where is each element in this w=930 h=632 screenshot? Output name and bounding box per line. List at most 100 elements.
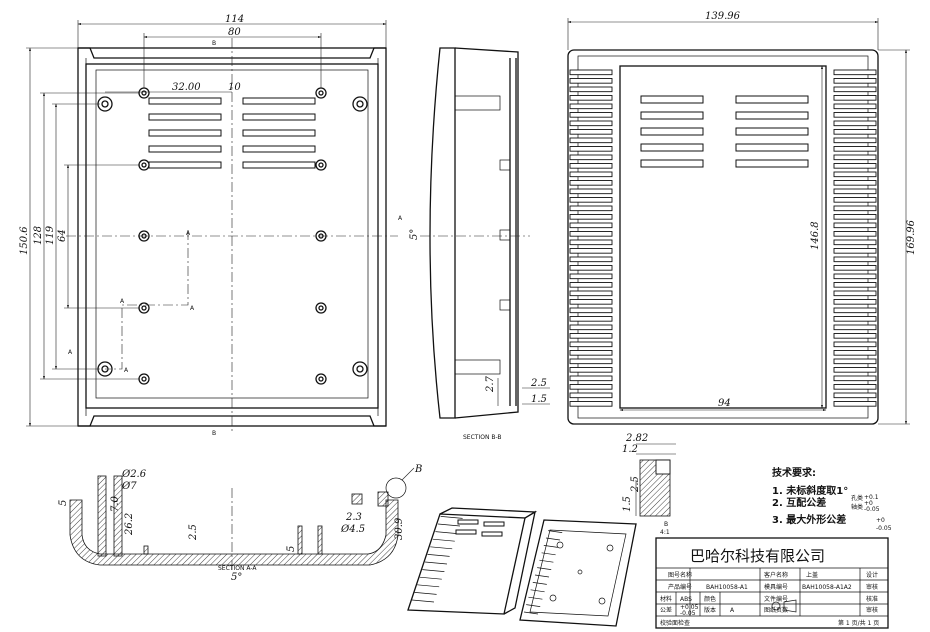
right-fin [833, 265, 877, 271]
right-fin [833, 256, 877, 263]
right-fin [833, 222, 877, 229]
iso-fin [528, 596, 543, 600]
section-a-right-label: A [398, 215, 403, 222]
right-fin [833, 358, 877, 365]
dim-114: 114 [225, 14, 244, 25]
tech-note-2: 2. 互配公差 [772, 496, 826, 509]
iso-fin [422, 569, 445, 572]
left-fin [569, 69, 613, 76]
side-body [454, 47, 519, 419]
right-fin [833, 95, 877, 101]
section-a-label-5: A [68, 349, 73, 356]
right-fin [833, 248, 877, 254]
tb-value-product-no: BAH10058-A1 [706, 584, 748, 591]
left-fins [569, 69, 613, 407]
right-fin [833, 120, 877, 127]
iso-fin [440, 516, 463, 519]
left-fin [569, 341, 613, 348]
left-fin [569, 307, 613, 314]
iso-fin [530, 589, 545, 593]
right-fin [833, 129, 877, 135]
right-fin [833, 290, 877, 297]
tol-1a: +0.1 [864, 494, 879, 501]
tol-2a: +0 [876, 517, 885, 524]
right-view-top-panel [619, 65, 827, 409]
dim-5: 5 [58, 500, 69, 506]
right-fin [833, 333, 877, 339]
boss-left [97, 475, 107, 557]
dim-150-6: 150.6 [19, 226, 30, 255]
dim-2-3: 2.3 [345, 512, 362, 523]
left-fin [569, 214, 613, 220]
section-a-a-caption: SECTION A-A [218, 565, 257, 572]
tb-value-tol-plus: +0.05 [680, 604, 699, 611]
side-section-b-b: 5° 2.7 2.5 1.5 SECTION B-B [409, 47, 550, 441]
tol-2b: -0.05 [876, 525, 892, 532]
iso-fin [534, 574, 550, 578]
title-block: 巴哈尔科技有限公司 图号名称 客户名称 上盖 设计 产品编号 BAH10058-… [655, 537, 889, 629]
detail-dim-1-5: 1.5 [622, 496, 633, 512]
dim-1-5: 1.5 [531, 394, 547, 405]
right-fin [833, 299, 877, 305]
iso-fin [532, 582, 547, 585]
dim-119: 119 [45, 225, 56, 245]
iso-fin [432, 538, 455, 542]
section-a-a: B Ø2.6 Ø7 5 7.0 26.2 2.5 5 2.3 Ø4.5 30.9… [58, 464, 422, 583]
left-fin [569, 205, 613, 212]
left-fin [569, 120, 613, 127]
left-fin [569, 86, 613, 93]
dim-128: 128 [33, 226, 44, 245]
tech-notes-title: 技术要求: [772, 466, 816, 479]
top-view: 114 80 32.00 10 150.6 128 119 64 B B A A… [19, 14, 403, 437]
iso-fin [539, 559, 554, 563]
section-b-b-caption: SECTION B-B [463, 434, 502, 441]
dim-2-5: 2.5 [530, 378, 547, 389]
right-fin [833, 78, 877, 84]
detail-b-callout-circle [385, 477, 407, 499]
tb-label-approve: 核准 [866, 595, 878, 603]
right-fin [833, 197, 877, 203]
right-fin [833, 282, 877, 288]
left-fin [569, 401, 613, 407]
tech-note-3: 3. 最大外形公差 [772, 513, 846, 526]
side-curved-face [429, 47, 456, 419]
left-fin [569, 375, 613, 382]
detail-dim-2-82: 2.82 [625, 433, 648, 444]
iso-fin [435, 531, 458, 534]
right-view-outline [567, 49, 879, 425]
left-fin [569, 316, 613, 322]
left-fin [569, 392, 613, 399]
left-fin [569, 239, 613, 246]
left-fin [569, 163, 613, 169]
tb-value-tol-minus: -0.05 [680, 610, 696, 617]
tech-note-1: 1. 未标斜度取1° [772, 484, 848, 497]
right-fin [833, 180, 877, 186]
right-fin [833, 341, 877, 348]
dim-2-5: 2.5 [188, 524, 199, 541]
tol-1b: +0 [864, 500, 873, 507]
tb-label-product-no: 产品编号 [668, 583, 692, 591]
detail-b-callout: B [414, 464, 422, 475]
iso-open-body [519, 519, 637, 627]
dim-10: 10 [228, 82, 241, 93]
right-fin [833, 137, 877, 144]
left-fin [569, 290, 613, 297]
tb-label-material: 材料 [660, 595, 672, 603]
left-fin [569, 137, 613, 144]
right-fin [833, 392, 877, 399]
section-a-a-angle: 5° [231, 572, 242, 583]
left-fin [569, 231, 613, 237]
right-fin [833, 324, 877, 331]
tb-value-version: A [730, 607, 735, 614]
detail-dim-1-2: 1.2 [622, 444, 638, 455]
right-fin [833, 86, 877, 93]
iso-fin [541, 552, 556, 556]
iso-fin [417, 584, 440, 588]
tb-label-file-no: 文件编号 [764, 595, 788, 603]
dim-5b: 5 [286, 546, 297, 552]
left-fin [569, 222, 613, 229]
tb-page: 第 1 页/共 1 页 [838, 619, 879, 627]
right-fin [833, 171, 877, 178]
iso-fin [427, 554, 450, 557]
left-fin [569, 78, 613, 84]
